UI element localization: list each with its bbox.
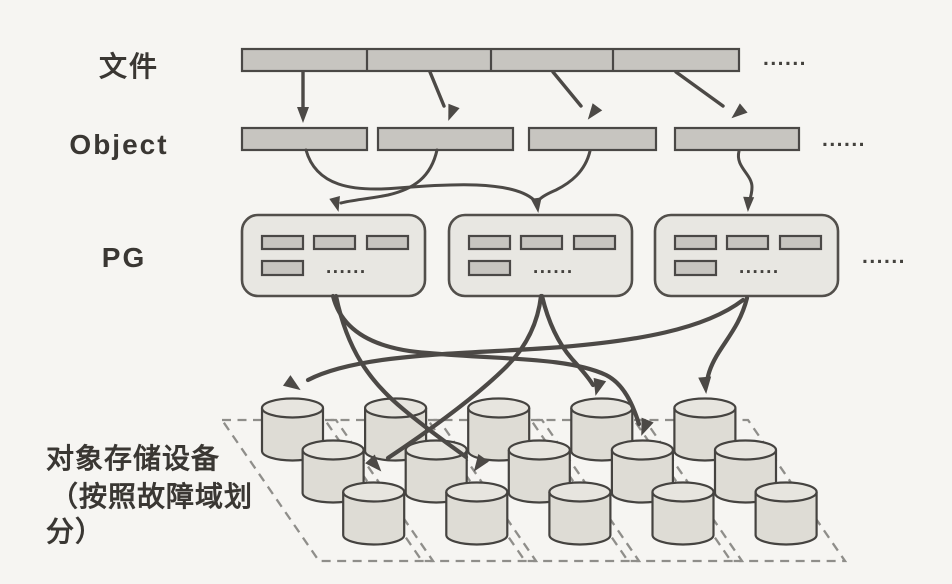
arrow-object1-to-pg2 <box>304 148 536 202</box>
osd-cylinder-top <box>507 439 571 461</box>
pg-inner-object-bar <box>673 259 718 277</box>
pg-inner-object-bar <box>312 234 357 251</box>
arrow-pg2-to-osd-back4 <box>539 293 596 388</box>
arrowhead-osd-back4 <box>593 377 607 396</box>
arrow-pg3-to-osd-back1 <box>305 297 746 383</box>
arrowhead-pg2 <box>530 197 542 213</box>
arrow-file3-to-object3 <box>551 70 583 108</box>
osd-cylinder-body <box>651 492 715 546</box>
pg-box-rect <box>653 213 840 298</box>
osd-cylinder-top <box>342 481 406 503</box>
arrowhead-pg3 <box>743 196 755 212</box>
arrow-object4-to-pg3 <box>736 149 754 204</box>
object-bar-2 <box>376 126 515 152</box>
arrow-pg1-to-osd-front2 <box>333 293 469 460</box>
object-row-ellipsis: ...... <box>822 128 866 151</box>
file-row-label: 文件 <box>99 50 159 82</box>
arrowhead-pg1 <box>329 196 340 212</box>
arrow-file2-to-object2 <box>428 70 446 108</box>
osd-cylinder-body <box>754 492 818 546</box>
arrow-object2-to-pg1 <box>339 148 439 205</box>
osd-cylinder-top <box>260 397 325 419</box>
arrow-object3-to-pg2 <box>538 149 592 201</box>
osd-cylinder-top <box>548 481 612 503</box>
arrowhead-osd-front2 <box>473 453 489 472</box>
osd-cylinder <box>364 397 428 462</box>
arrowhead-osd-front1 <box>365 454 382 472</box>
arrowhead-object4 <box>731 103 748 119</box>
osd-cylinder-top <box>445 481 509 503</box>
pg-row-label: PG <box>102 242 146 273</box>
osd-cylinder-top <box>610 439 675 461</box>
pg-inner-object-bar <box>467 234 512 251</box>
arrowhead-object3 <box>587 103 603 120</box>
object-bars <box>240 126 801 152</box>
osd-cylinder-body <box>548 492 612 546</box>
pg-box-2: ...... <box>447 213 634 298</box>
arrow-pg3-to-osd-back5 <box>704 295 750 385</box>
pg-inner-object-bar <box>673 234 718 251</box>
osd-label-line1: 对象存储设备 <box>46 442 220 474</box>
osd-label-line3: 分） <box>46 515 104 547</box>
pg-box-rect <box>447 213 634 298</box>
arrowhead-osd-back5 <box>698 376 712 394</box>
pg-row-ellipsis: ...... <box>862 245 906 268</box>
osd-cylinder-top <box>301 439 365 461</box>
osd-label-line2: （按照故障域划 <box>50 480 253 512</box>
arrow-pg1-to-osd-mid4 <box>330 293 642 427</box>
pg-inner-ellipsis: ...... <box>326 257 367 278</box>
arrowhead-object2 <box>448 103 460 121</box>
arrowhead-osd-mid4 <box>641 417 654 436</box>
osd-cylinder-top <box>570 397 634 419</box>
label-layer: 文件 Object PG 对象存储设备 （按照故障域划 分） ...... ..… <box>46 47 906 547</box>
pg-inner-object-bar <box>260 234 305 251</box>
pg-inner-object-bar <box>365 234 410 251</box>
pg-box-1: ...... <box>240 213 427 298</box>
pg-inner-object-bar <box>467 259 512 277</box>
osd-cylinder-top <box>673 397 737 419</box>
osd-cylinder <box>342 481 406 546</box>
object-row-label: Object <box>69 129 168 160</box>
osd-cylinder-top <box>467 397 531 419</box>
file-bar <box>240 47 741 73</box>
pg-box-3: ...... <box>653 213 840 298</box>
arrow-layer <box>282 70 755 472</box>
object-bar-1 <box>240 126 369 152</box>
pg-inner-object-bar <box>572 234 617 251</box>
pg-inner-object-bar <box>260 259 305 277</box>
pg-box-rect <box>240 213 427 298</box>
osd-cylinder <box>754 481 818 546</box>
file-row-ellipsis: ...... <box>763 47 807 70</box>
pg-inner-object-bar <box>778 234 823 251</box>
object-bar-3 <box>527 126 658 152</box>
osd-cylinder <box>651 481 715 546</box>
arrowhead-object1 <box>297 107 309 123</box>
osd-cylinder-top <box>754 481 818 503</box>
object-bar-4 <box>673 126 801 152</box>
pg-inner-ellipsis: ...... <box>739 257 780 278</box>
osd-cylinder-top <box>364 397 428 419</box>
pg-inner-ellipsis: ...... <box>533 257 574 278</box>
arrow-pg2-to-osd-front1 <box>385 293 544 461</box>
osd-cylinder-grid <box>260 397 818 546</box>
osd-cylinder-body <box>445 492 509 546</box>
arrowhead-osd-back1 <box>282 375 301 391</box>
osd-cylinder <box>548 481 612 546</box>
osd-cylinder-body <box>342 492 406 546</box>
arrow-file4-to-object4 <box>674 70 725 108</box>
pg-boxes: .................. <box>240 213 840 298</box>
osd-cylinder <box>445 481 509 546</box>
pg-inner-object-bar <box>519 234 564 251</box>
osd-cylinder-top <box>651 481 715 503</box>
pg-inner-object-bar <box>725 234 770 251</box>
osd-cylinder-top <box>713 439 778 461</box>
